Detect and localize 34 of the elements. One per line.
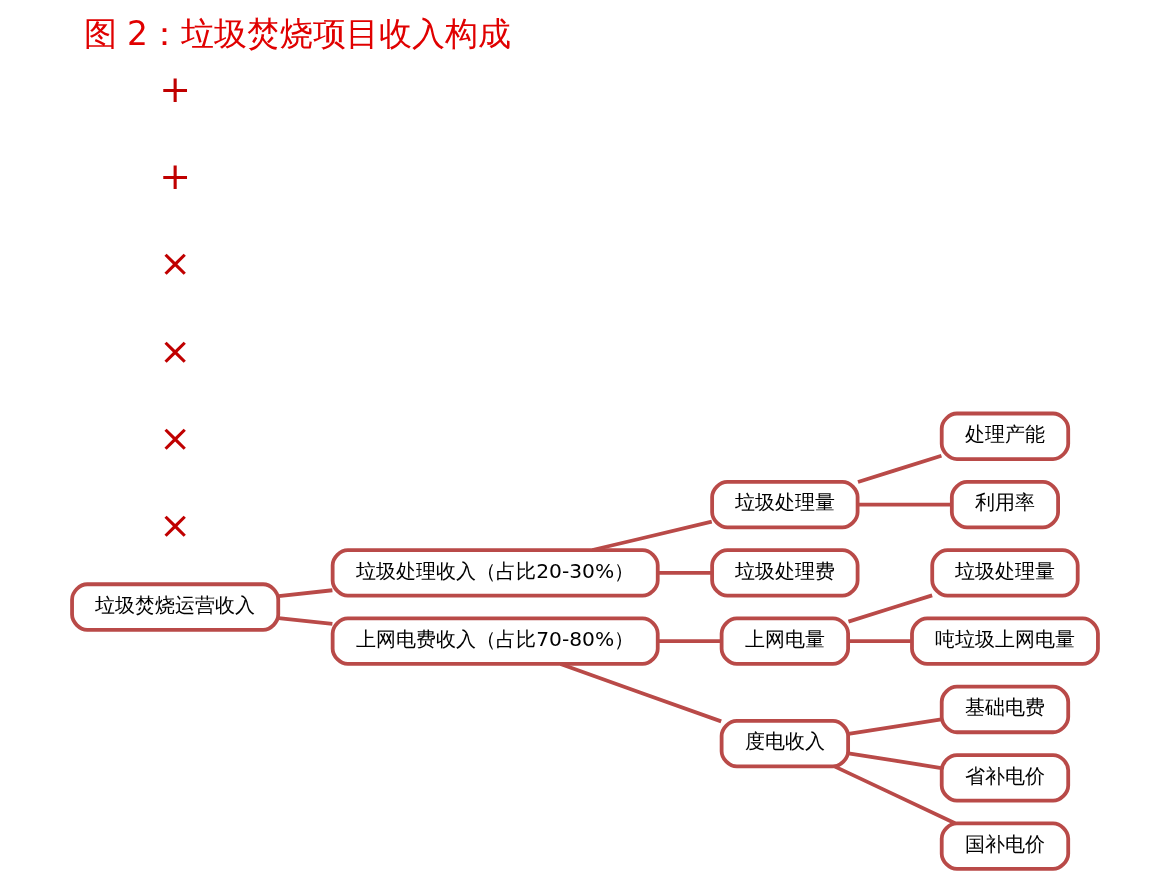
- connector: [847, 593, 933, 624]
- connector: [658, 570, 713, 575]
- connector: [658, 639, 722, 644]
- node-box: 垃圾处理费: [710, 548, 860, 598]
- connector: [559, 662, 722, 724]
- node-box: 垃圾处理收入（占比20-30%）: [330, 548, 660, 598]
- diagram-title: 图 2：垃圾焚烧项目收入构成: [83, 13, 511, 53]
- node-box: 上网电费收入（占比70-80%）: [330, 616, 660, 666]
- connector: [848, 751, 942, 770]
- node-box: 国补电价: [939, 821, 1071, 871]
- node-box: 省补电价: [939, 753, 1071, 803]
- connector: [592, 519, 713, 552]
- label: +: [159, 153, 192, 198]
- connector: [834, 764, 956, 825]
- node-box: 度电收入: [719, 718, 850, 769]
- node-box: 基础电费: [939, 684, 1071, 735]
- label: ×: [159, 415, 192, 460]
- node-box: 利用率: [949, 479, 1060, 530]
- label: ×: [159, 241, 192, 286]
- connector: [858, 502, 952, 507]
- connector: [278, 616, 333, 626]
- connector: [848, 717, 942, 736]
- label: ×: [159, 503, 192, 548]
- connector: [848, 639, 912, 644]
- connector: [278, 588, 333, 598]
- node-box: 处理产能: [939, 411, 1071, 461]
- node-box: 垃圾处理量: [710, 479, 860, 530]
- node-box: 上网电量: [719, 616, 850, 666]
- node-box: 垃圾焚烧运营收入: [70, 582, 281, 632]
- node-box: 垃圾处理量: [930, 548, 1080, 598]
- label: +: [159, 66, 192, 111]
- label: ×: [159, 328, 192, 373]
- node-box: 吨垃圾上网电量: [910, 616, 1100, 666]
- connector: [857, 454, 942, 484]
